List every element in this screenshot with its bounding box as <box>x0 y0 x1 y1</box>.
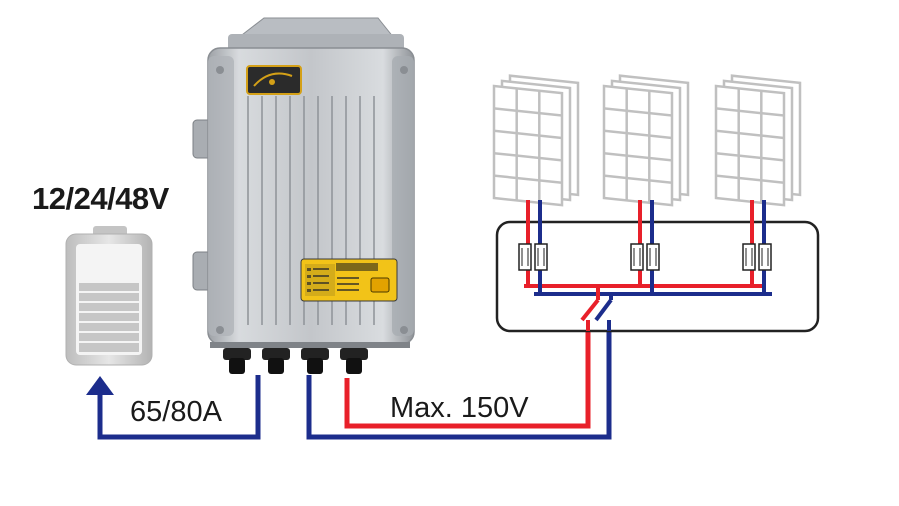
solar-panel-icon <box>492 74 580 207</box>
battery-voltage-label: 12/24/48V <box>32 181 169 216</box>
battery-charge-bars <box>79 283 139 352</box>
battery-icon <box>65 226 153 366</box>
pv-negative-cable <box>306 320 612 440</box>
combiner-box <box>495 220 820 333</box>
arrow-up-icon <box>86 376 114 395</box>
device-front-label <box>300 258 398 302</box>
string-wires-1 <box>518 200 548 294</box>
pv-positive-cable <box>344 320 591 429</box>
brand-logo <box>246 65 302 95</box>
charge-controller <box>192 17 415 374</box>
pv-switch-icon <box>580 298 613 322</box>
string-wires-2 <box>630 200 660 294</box>
connector-icon <box>210 342 410 374</box>
solar-panel-icon <box>602 74 690 207</box>
string-wires-3 <box>742 200 772 294</box>
connector-icon <box>630 243 660 271</box>
connector-icon <box>518 243 548 271</box>
battery-current-label: 65/80A <box>130 396 222 428</box>
battery-cable <box>86 375 261 440</box>
connector-icon <box>742 243 772 271</box>
pv-max-voltage-label: Max. 150V <box>390 392 529 424</box>
solar-panel-icon <box>714 74 802 207</box>
